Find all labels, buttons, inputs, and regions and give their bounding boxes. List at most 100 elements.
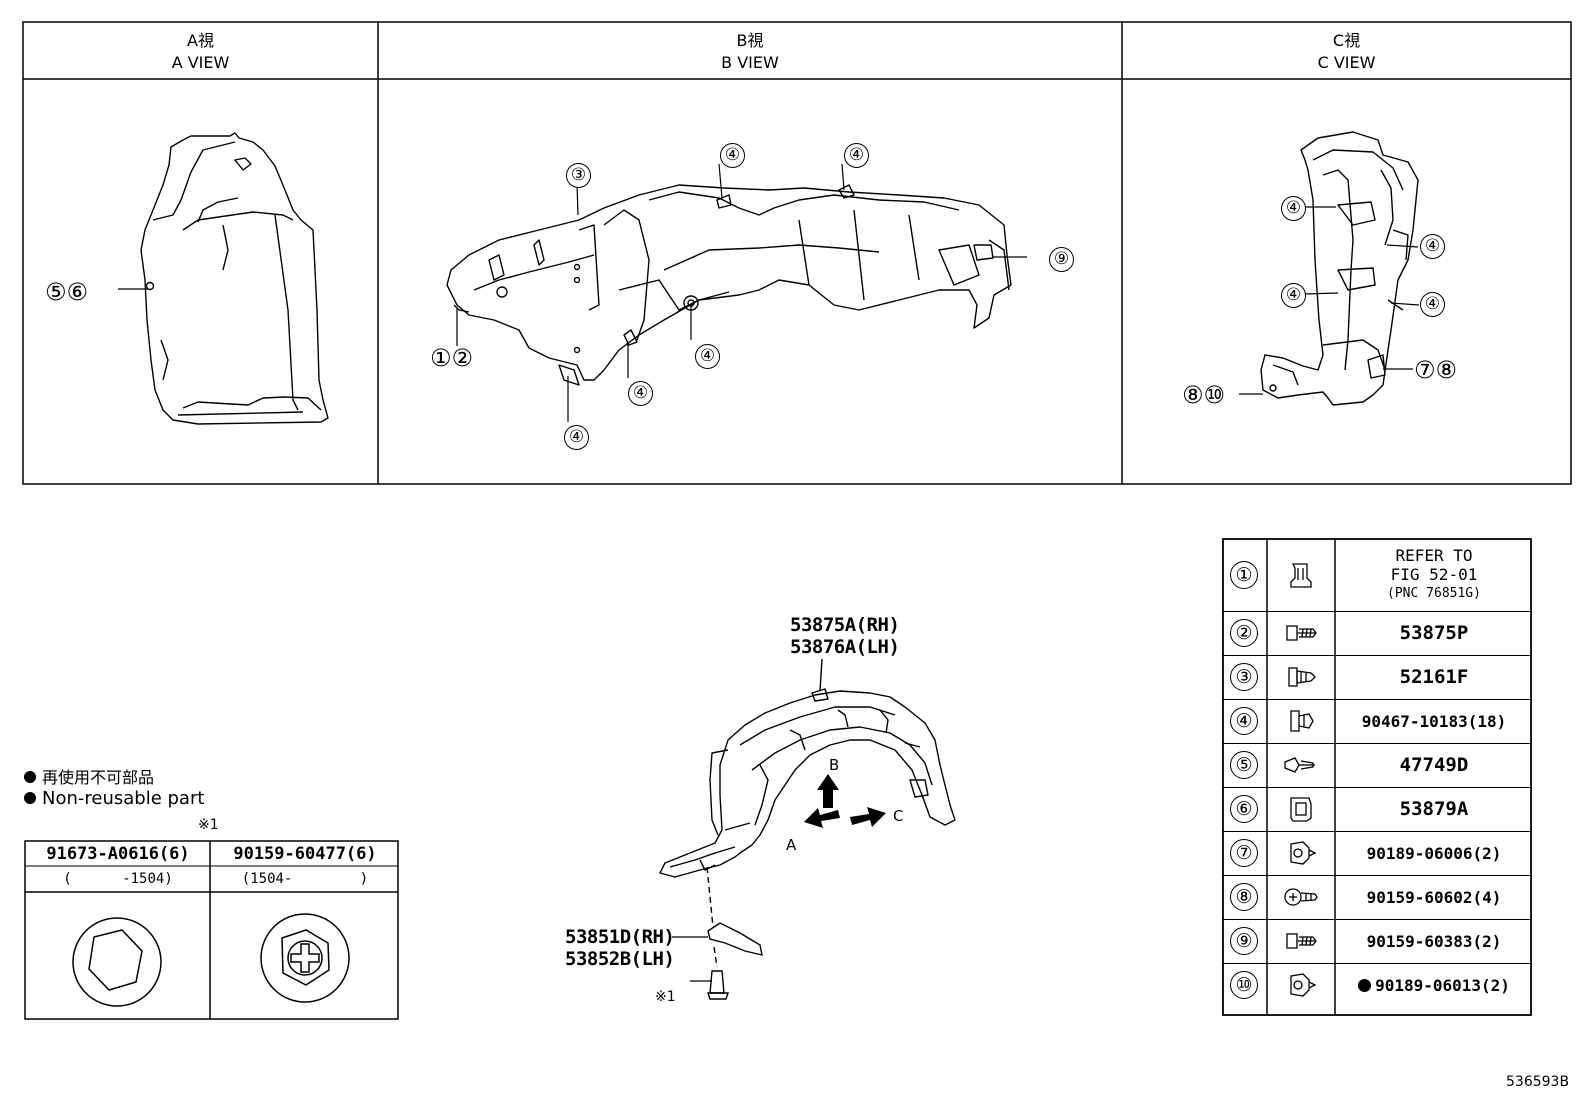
direction-arrows xyxy=(804,774,886,828)
bolt-table-ref: ※1 xyxy=(198,817,219,833)
legend-row-icon xyxy=(1268,538,1334,611)
legend-number-circle: ① xyxy=(1230,560,1258,589)
bolt-col2-part: 90159-60477(6) xyxy=(233,844,377,864)
b-callout-4-bottom: ④ xyxy=(564,425,589,450)
figure-id: 536593B xyxy=(1506,1074,1570,1090)
b-view-header: B視 B VIEW xyxy=(378,30,1122,74)
hex-bolt-icon xyxy=(72,917,162,1007)
legend-number-circle: ④ xyxy=(1230,707,1258,735)
arrow-a-icon xyxy=(804,808,840,828)
fastener-icon xyxy=(1284,757,1315,773)
view-panels-frame xyxy=(22,21,1572,485)
legend-part-text: 90189-06006(2) xyxy=(1366,843,1502,863)
b-callout-4-lower: ④ xyxy=(628,381,653,406)
legend-row-number: ⑩ xyxy=(1222,963,1266,1007)
rivet-icon xyxy=(1288,667,1316,687)
legend-row-number: ⑦ xyxy=(1222,831,1266,875)
legend-row-divider xyxy=(1222,831,1532,832)
non-reusable-dot-icon xyxy=(24,771,36,783)
non-reusable-note-en: Non-reusable part xyxy=(24,788,204,809)
legend-row-number: ⑧ xyxy=(1222,875,1266,919)
legend-row-number: ④ xyxy=(1222,699,1266,743)
legend-row-part-number: 90159-60602(4) xyxy=(1336,875,1532,919)
legend-number-circle: ③ xyxy=(1230,663,1258,691)
legend-row-icon xyxy=(1268,699,1334,743)
legend-number-circle: ⑥ xyxy=(1230,795,1258,823)
legend-row-part-number: 53875P xyxy=(1336,611,1532,655)
parts-legend-frame xyxy=(1222,538,1532,1016)
legend-number-circle: ⑩ xyxy=(1230,971,1258,999)
b-callout-9: ⑨ xyxy=(1049,247,1074,272)
legend-row-icon xyxy=(1268,919,1334,963)
legend-part-text: 90159-60602(4) xyxy=(1366,887,1502,907)
legend-row-icon xyxy=(1268,831,1334,875)
c-view-header: C視 C VIEW xyxy=(1122,30,1571,74)
legend-number-circle: ⑤ xyxy=(1230,751,1258,779)
legend-part-text: 53879A xyxy=(1399,798,1469,820)
screw-icon xyxy=(1286,933,1317,949)
legend-row-divider xyxy=(1222,919,1532,920)
arrow-a-label: A xyxy=(786,836,797,854)
b-callout-1-2: ①② xyxy=(430,344,474,372)
legend-part-text: 52161F xyxy=(1399,666,1469,688)
bolt-table-frame xyxy=(24,840,399,1020)
c-callout-4-upper-left: ④ xyxy=(1281,196,1306,221)
legend-row-divider xyxy=(1222,611,1532,612)
legend-row-number: ③ xyxy=(1222,655,1266,699)
c-view-drawing xyxy=(1239,131,1420,406)
legend-part-text: 53875P xyxy=(1399,622,1469,644)
bracket-lh-label: 53852B(LH) xyxy=(565,948,675,970)
bolt-col1-range: ( -1504) xyxy=(63,871,173,887)
legend-row-divider xyxy=(1222,699,1532,700)
a-view-en: A VIEW xyxy=(171,53,230,72)
b-view-jp: B視 xyxy=(736,31,764,50)
c-callout-4-lower-left: ④ xyxy=(1281,283,1306,308)
nut-clip-icon xyxy=(1290,797,1312,822)
legend-part-text: 90189-06013(2) xyxy=(1375,975,1510,995)
legend-row-part-number: 53879A xyxy=(1336,787,1532,831)
legend-part-text: 90467-10183(18) xyxy=(1361,711,1507,731)
c-callout-8-10: ⑧⑩ xyxy=(1182,381,1226,409)
legend-row-part-number: 90467-10183(18) xyxy=(1336,699,1532,743)
callout-5-6: ⑤⑥ xyxy=(45,278,89,306)
legend-part-text: 47749D xyxy=(1399,754,1469,776)
legend-row-number: ② xyxy=(1222,611,1266,655)
bolt-col1-part: 91673-A0616(6) xyxy=(46,844,190,864)
legend-row-part-number: 90189-06006(2) xyxy=(1336,831,1532,875)
non-reusable-note-jp: 再使用不可部品 xyxy=(24,764,154,788)
b-callout-4-top-right: ④ xyxy=(844,143,869,168)
legend-number-circle: ② xyxy=(1230,619,1258,647)
arrow-c-icon xyxy=(850,807,886,827)
legend-number-circle: ⑨ xyxy=(1230,927,1258,955)
bracket-rh-label: 53851D(RH) xyxy=(565,926,675,948)
legend-row-icon xyxy=(1268,611,1334,655)
c-view-jp: C視 xyxy=(1332,31,1361,50)
legend-reference-line: (PNC 76851G) xyxy=(1387,586,1481,601)
legend-row-icon xyxy=(1268,743,1334,787)
bolt-col2-range: (1504- ) xyxy=(241,871,369,887)
liner-rh-label: 53875A(RH) xyxy=(790,614,900,636)
c-callout-7-8: ⑦⑧ xyxy=(1414,356,1458,384)
bolt-icon xyxy=(1284,888,1318,906)
b-callout-4-middle: ④ xyxy=(695,344,720,369)
legend-reference-line: REFER TO xyxy=(1395,546,1473,565)
legend-row-number: ⑨ xyxy=(1222,919,1266,963)
legend-row-number: ⑥ xyxy=(1222,787,1266,831)
non-reusable-dot-icon xyxy=(1358,978,1372,992)
bolt-note-label: ※1 xyxy=(655,989,676,1005)
legend-row-part-number: 52161F xyxy=(1336,655,1532,699)
grommet-icon xyxy=(1290,973,1317,997)
phillips-bolt-icon xyxy=(260,913,350,1003)
arrow-c-label: C xyxy=(893,807,904,825)
legend-row-divider xyxy=(1222,655,1532,656)
b-callout-3: ③ xyxy=(566,163,591,188)
c-callout-4-upper-right: ④ xyxy=(1420,234,1445,259)
legend-row-number: ① xyxy=(1222,538,1266,611)
c-callout-4-lower-right: ④ xyxy=(1420,292,1445,317)
arrow-b-icon xyxy=(817,774,839,808)
legend-row-part-number: 90159-60383(2) xyxy=(1336,919,1532,963)
legend-row-icon xyxy=(1268,787,1334,831)
legend-row-number: ⑤ xyxy=(1222,743,1266,787)
a-view-drawing xyxy=(118,132,329,425)
